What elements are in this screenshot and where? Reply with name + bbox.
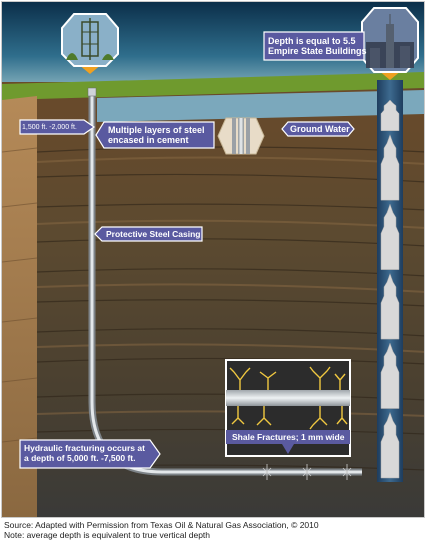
fracture-marks	[262, 464, 352, 480]
skyline-badge	[361, 7, 419, 80]
depth-note: Note: average depth is equivalent to tru…	[4, 530, 211, 540]
steel-layers-label: Multiple layers of steel encased in ceme…	[108, 125, 205, 145]
empire-state-building	[380, 272, 400, 340]
shale-fractures-inset	[225, 359, 351, 457]
empire-state-building	[380, 203, 400, 270]
label-shapes	[19, 31, 365, 469]
grass-surface	[2, 72, 424, 100]
cross-section-face	[2, 96, 37, 517]
depth-range-label: 1,500 ft. -2,000 ft.	[22, 124, 77, 131]
fracturing-label: Hydraulic fracturing occurs at a depth o…	[24, 443, 145, 463]
esb-label: Depth is equal to 5.5 Empire State Build…	[268, 36, 367, 56]
steel-layers-badge	[217, 117, 265, 155]
empire-state-building	[380, 99, 400, 131]
esb-line-1: Depth is equal to 5.5	[268, 36, 356, 46]
groundwater-label: Ground Water	[290, 124, 350, 134]
fracture-roots	[229, 366, 348, 430]
empire-state-building	[380, 342, 400, 409]
drilling-rig-badge	[61, 13, 119, 74]
groundwater-band	[97, 90, 424, 122]
fracking-diagram	[2, 2, 424, 517]
illustration-frame: 1,500 ft. -2,000 ft. Multiple layers of …	[1, 1, 425, 518]
empire-state-buildings	[380, 99, 400, 479]
empire-state-building	[380, 133, 400, 201]
steel-layers-line-2: encased in cement	[108, 135, 189, 145]
shale-label: Shale Fractures; 1 mm wide	[232, 432, 345, 442]
empire-state-building	[380, 411, 400, 479]
casing-label: Protective Steel Casing	[106, 229, 201, 239]
source-note: Source: Adapted with Permission from Tex…	[4, 520, 319, 530]
esb-line-2: Empire State Buildings	[268, 46, 367, 56]
fracturing-line-1: Hydraulic fracturing occurs at	[24, 443, 145, 453]
steel-layers-line-1: Multiple layers of steel	[108, 125, 205, 135]
fracturing-line-2: a depth of 5,000 ft. -7,500 ft.	[24, 453, 136, 463]
